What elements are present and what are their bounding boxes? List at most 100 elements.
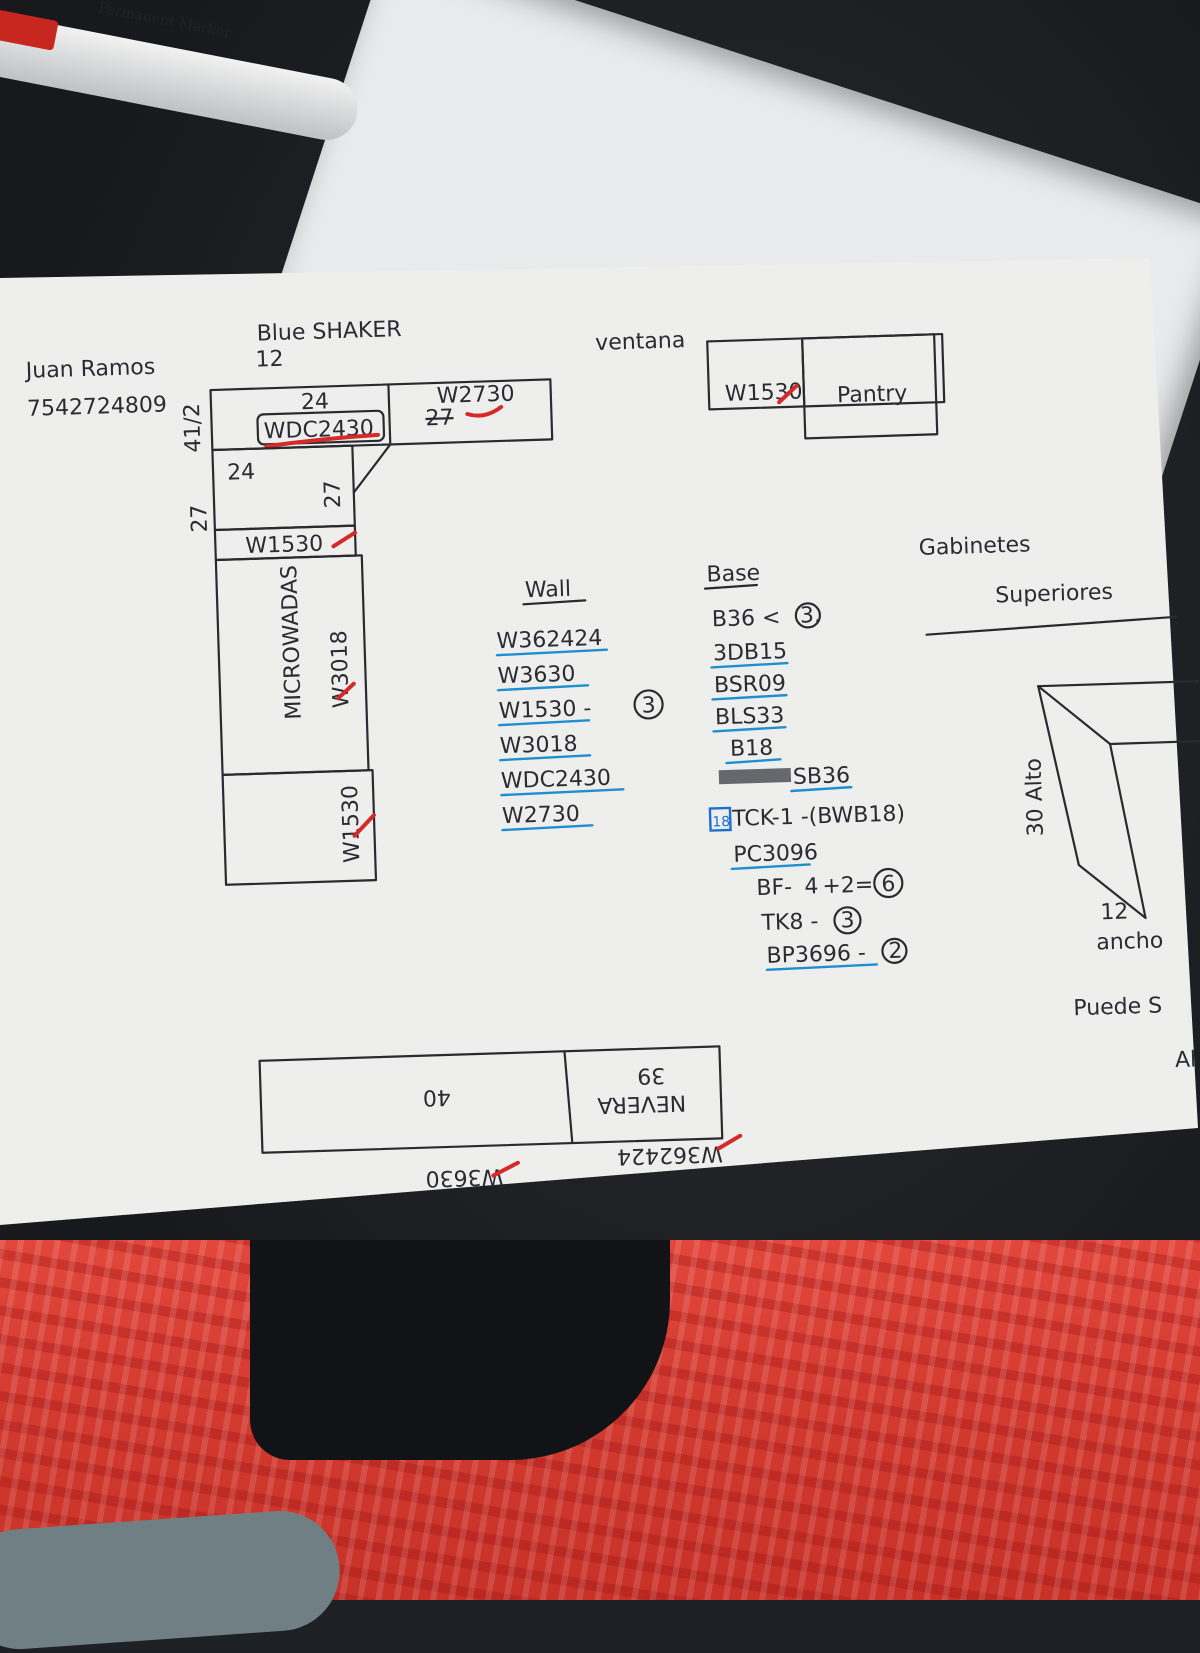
base-qty: 3 bbox=[840, 908, 855, 933]
corner-cabinet-box bbox=[256, 409, 386, 446]
base-qty: 4 bbox=[804, 874, 819, 899]
base-item: TK8 - bbox=[760, 909, 819, 936]
scribble bbox=[718, 768, 792, 785]
blue-underline bbox=[500, 788, 625, 797]
wall-items: W362424 W3630 W1530 - 3 W3018 WDC2430 W2… bbox=[495, 626, 664, 832]
dim-corner-top: 24 bbox=[301, 389, 330, 415]
notes-line-1: Puede S bbox=[1073, 993, 1163, 1021]
base-item: B36 < bbox=[712, 605, 781, 632]
wall-item: W362424 bbox=[496, 626, 602, 654]
base-heading: Base bbox=[706, 561, 760, 588]
dim-left-a: 41/2 bbox=[180, 403, 207, 453]
dim-corner-right: 27 bbox=[320, 480, 346, 509]
blue-underline bbox=[495, 648, 609, 657]
wall-item: W1530 - bbox=[498, 696, 591, 724]
wall-item: WDC2430 bbox=[501, 766, 612, 794]
qty-circle bbox=[873, 867, 904, 899]
fridge-label: NEVERA bbox=[597, 1089, 687, 1117]
window-label: ventana bbox=[595, 328, 686, 356]
blue-underline bbox=[710, 661, 789, 669]
wall-w1530-qty: 3 bbox=[641, 693, 656, 718]
bottom-wall-run bbox=[258, 1045, 724, 1154]
dim-top-left: 12 bbox=[255, 347, 284, 373]
base-underline bbox=[703, 583, 758, 590]
base-items: B36 < 3. 3DB15 BSR09 BLS33 B18 SB36 18 T… bbox=[708, 602, 908, 972]
blue-underline bbox=[501, 824, 594, 832]
tck-mark: 18 bbox=[712, 814, 730, 831]
red-check bbox=[336, 681, 356, 701]
qty-circle bbox=[881, 937, 908, 964]
base-item: BP3696 - bbox=[766, 941, 866, 969]
qty-circle bbox=[794, 602, 821, 629]
red-check bbox=[465, 404, 504, 418]
wall-item: W2730 bbox=[502, 802, 580, 829]
blue-underline bbox=[497, 719, 591, 727]
cabinet-style: Blue SHAKER bbox=[256, 317, 402, 347]
base-qty: 6 bbox=[881, 872, 896, 897]
qty-circle bbox=[633, 689, 664, 720]
notes-divider bbox=[925, 615, 1178, 636]
sketch-paper: Juan Ramos 7542724809 Blue SHAKER ventan… bbox=[0, 258, 1200, 1225]
notes-width-label: ancho bbox=[1096, 928, 1164, 955]
pantry-label: Pantry bbox=[837, 381, 908, 408]
base-item: SB36 bbox=[793, 763, 851, 790]
corner-diagonal bbox=[352, 443, 392, 494]
red-check bbox=[777, 383, 799, 405]
dark-fabric bbox=[250, 1240, 670, 1460]
pantry-box bbox=[801, 333, 939, 440]
top-wall-run bbox=[209, 378, 554, 452]
base-item: BLS33 bbox=[715, 703, 785, 730]
blue-underline bbox=[711, 693, 788, 701]
top-cabinet-crossed: 27 bbox=[425, 405, 454, 431]
notes-title-1: Gabinetes bbox=[918, 532, 1030, 560]
red-check bbox=[491, 1160, 520, 1178]
blue-box bbox=[708, 806, 732, 832]
divider bbox=[563, 1050, 574, 1145]
notes-height: 30 Alto bbox=[1021, 758, 1048, 837]
wall-item: W3018 bbox=[499, 732, 577, 759]
microwave-label: MICROWADAS bbox=[277, 565, 307, 720]
client-name: Juan Ramos bbox=[23, 355, 155, 384]
wall-item: W3630 bbox=[497, 662, 575, 689]
fridge-width: 39 bbox=[637, 1062, 666, 1088]
base-item: BF- bbox=[756, 875, 792, 901]
base-qty: 2 bbox=[888, 939, 903, 964]
paper-sheet bbox=[0, 258, 1198, 1225]
blue-underline bbox=[496, 684, 590, 692]
notes-title-2: Superiores bbox=[995, 580, 1113, 609]
base-item: BSR09 bbox=[714, 671, 787, 698]
base-item: 3DB15 bbox=[713, 639, 788, 666]
bottom-cabinet-1: W3630 bbox=[425, 1163, 503, 1190]
blue-underline bbox=[725, 758, 782, 765]
notes-depth: 12 bbox=[1100, 899, 1129, 925]
red-check bbox=[352, 813, 376, 838]
base-item: PC3096 bbox=[733, 840, 818, 868]
blue-underline bbox=[730, 863, 811, 871]
base-item: TCK-1 -(BWB18) bbox=[731, 801, 906, 831]
blue-underline bbox=[790, 785, 853, 793]
dim-left-b: 27 bbox=[187, 504, 213, 533]
side-cabinet-1-label: W1530 bbox=[245, 532, 323, 559]
side-cabinet-3-box bbox=[221, 769, 378, 886]
base-item: B18 bbox=[730, 736, 774, 762]
wall-underline bbox=[522, 599, 587, 606]
divider bbox=[387, 383, 392, 446]
dim-corner-left: 24 bbox=[227, 460, 256, 486]
blue-underline bbox=[765, 963, 879, 972]
blue-underline bbox=[499, 754, 592, 762]
red-check bbox=[716, 1133, 743, 1151]
cabinet-3d-sketch bbox=[1037, 680, 1200, 920]
top-cabinet-label: W2730 bbox=[436, 382, 514, 409]
wall-heading: Wall bbox=[525, 577, 572, 603]
qty-circle bbox=[833, 906, 862, 935]
red-check bbox=[264, 432, 380, 449]
bottom-width: 40 bbox=[422, 1084, 451, 1110]
red-check bbox=[331, 530, 358, 549]
base-qty: 3. bbox=[800, 603, 822, 629]
base-item: +2= bbox=[822, 872, 874, 899]
client-phone: 7542724809 bbox=[27, 392, 168, 421]
notes-line-2: Al bbox=[1175, 1047, 1197, 1073]
bottom-cabinet-2: W362424 bbox=[617, 1140, 723, 1168]
blue-underline bbox=[712, 725, 787, 733]
side-cabinet-3-label: W1530 bbox=[338, 785, 365, 863]
